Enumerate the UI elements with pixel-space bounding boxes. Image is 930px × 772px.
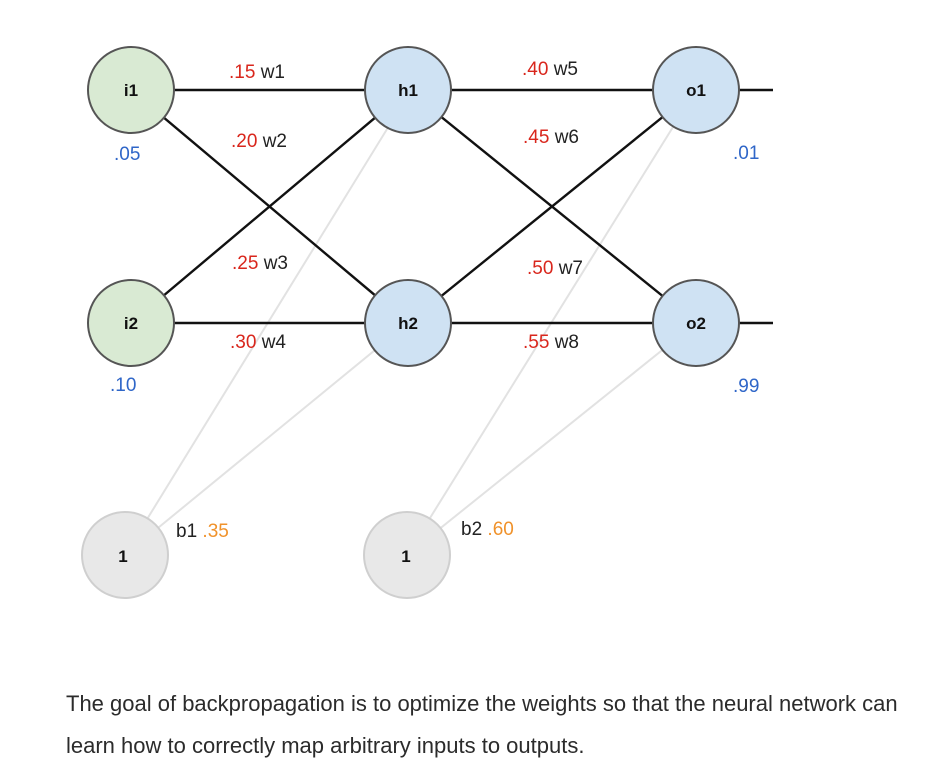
input-node-i2	[87, 279, 175, 367]
node-label-b2: 1	[401, 547, 410, 566]
bias-label-b2: b2 .60	[461, 519, 514, 540]
input-value-i2: .10	[110, 375, 136, 396]
node-label-o2: o2	[686, 314, 706, 333]
bias-edge-b2-o2	[406, 322, 697, 556]
weight-label-w4: .30 w4	[230, 332, 286, 353]
node-label-b1: 1	[118, 547, 127, 566]
weight-label-w3: .25 w3	[232, 253, 288, 274]
node-label-i1: i1	[124, 81, 138, 100]
edge-w3	[130, 89, 409, 324]
bias-edge-b1-h1	[124, 94, 409, 556]
output-node-o2	[652, 279, 740, 367]
node-label-h2: h2	[398, 314, 418, 333]
node-label-o1: o1	[686, 81, 706, 100]
weight-label-w8: .55 w8	[523, 332, 579, 353]
neural-network-diagram: i1 i2 h1 h2 o1 o2 1 1 .05 .10 .01 .99 .1…	[81, 46, 773, 599]
weight-label-w6: .45 w6	[523, 127, 579, 148]
bias-label-b1: b1 .35	[176, 521, 229, 542]
output-node-o1	[652, 46, 740, 134]
edge-w7	[407, 89, 697, 324]
input-value-i1: .05	[114, 144, 140, 165]
hidden-node-h1	[364, 46, 452, 134]
weight-label-w5: .40 w5	[522, 59, 578, 80]
bias-edge-b1-h2	[124, 322, 409, 556]
weight-label-w7: .50 w7	[527, 258, 583, 279]
target-value-o2: .99	[733, 376, 759, 397]
input-node-i1	[87, 46, 175, 134]
node-label-i2: i2	[124, 314, 138, 333]
node-label-h1: h1	[398, 81, 418, 100]
bias-node-b1	[81, 511, 169, 599]
weight-label-w2: .20 w2	[231, 131, 287, 152]
bias-node-b2	[363, 511, 451, 599]
caption-paragraph: The goal of backpropagation is to optimi…	[66, 691, 898, 758]
target-value-o1: .01	[733, 143, 759, 164]
weight-label-w1: .15 w1	[229, 62, 285, 83]
hidden-node-h2	[364, 279, 452, 367]
